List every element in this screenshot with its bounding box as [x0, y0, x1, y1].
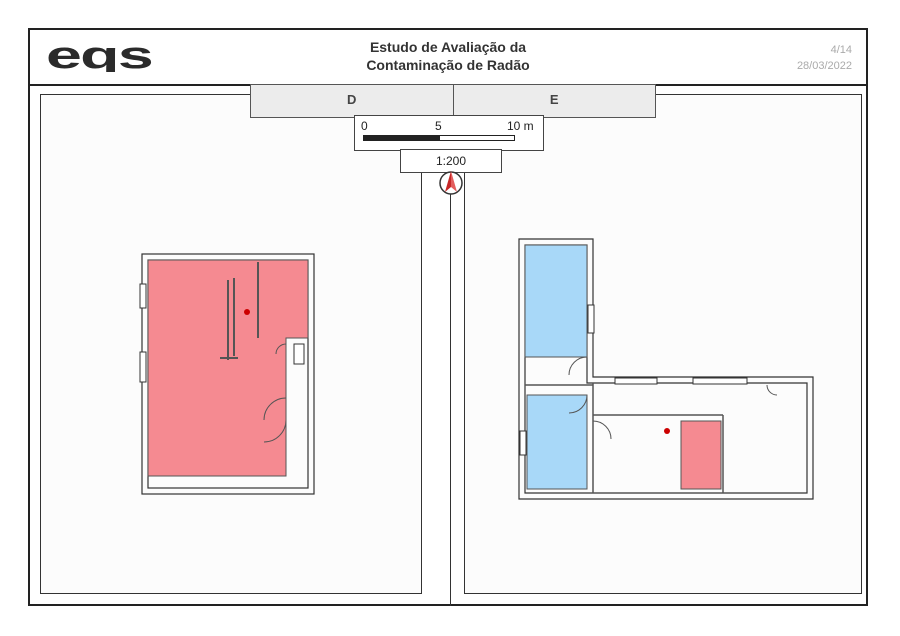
blue-zone-e-lower [526, 394, 588, 490]
interior-walls-d [220, 262, 259, 360]
doors-e [568, 356, 778, 440]
floor-plan-d [139, 253, 315, 495]
blue-zone-e-upper [524, 244, 588, 358]
windows-e [519, 304, 748, 456]
tab-right-e[interactable]: E [453, 84, 656, 118]
scale-bar [363, 135, 515, 141]
red-zone-e [680, 420, 722, 490]
north-arrow-icon [439, 171, 463, 195]
scale-label-0: 0 [361, 119, 368, 133]
page-info: 4/14 28/03/2022 [797, 42, 852, 74]
windows-d [139, 283, 305, 383]
scale-label-5: 5 [435, 119, 442, 133]
map-title: Estudo de Avaliação da Contaminação de R… [290, 38, 606, 74]
interior-walls-e [525, 383, 724, 493]
eqs-logo: eqs [46, 40, 153, 72]
tab-left-d[interactable]: D [250, 84, 454, 118]
sample-point-e [664, 428, 670, 434]
sample-point-d [244, 309, 250, 315]
title-line-2: Contaminação de Radão [366, 57, 530, 73]
header: eqs Estudo de Avaliação da Contaminação … [30, 30, 866, 86]
scale-bar-box: 0 5 10 m [354, 115, 544, 151]
map-date: 28/03/2022 [796, 60, 852, 72]
scale-label-10: 10 m [507, 119, 534, 133]
panel-divider [450, 84, 451, 606]
floor-plan-e [518, 238, 814, 500]
map-sheet: eqs Estudo de Avaliação da Contaminação … [28, 28, 868, 606]
scale-bar-fill [364, 136, 440, 140]
title-line-1: Estudo de Avaliação da [369, 39, 527, 55]
doors-d [263, 343, 287, 443]
red-zone-d [147, 259, 309, 477]
page-number: 4/14 [830, 44, 852, 56]
logo-text: eqs [46, 40, 152, 72]
panel-tabs: D E [250, 84, 656, 118]
